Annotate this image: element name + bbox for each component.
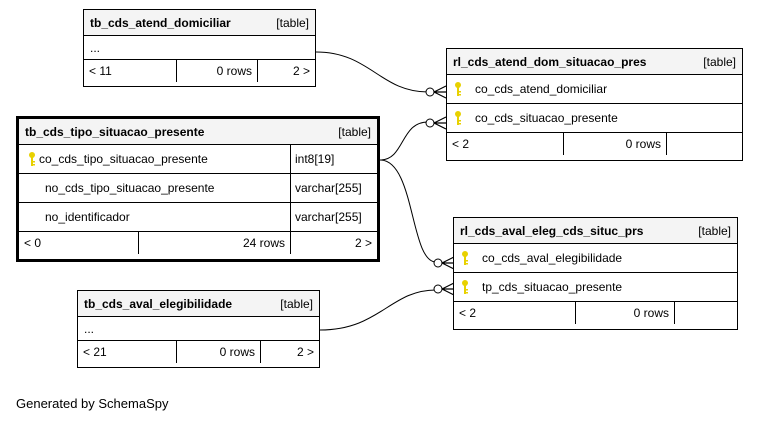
children-count[interactable]: 2 > [260, 341, 319, 363]
row-count: 0 rows [563, 133, 666, 155]
table-name: tb_cds_aval_elegibilidade [84, 296, 233, 311]
column-type: varchar[255] [290, 174, 377, 202]
column-row[interactable]: no_cds_tipo_situacao_presente varchar[25… [19, 174, 377, 203]
parents-count[interactable]: < 21 [83, 345, 107, 359]
table-header: tb_cds_atend_domiciliar [table] [84, 10, 315, 36]
crows-foot-marker [433, 85, 447, 99]
table-header: rl_cds_atend_dom_situacao_pres [table] [447, 49, 742, 75]
table-header: rl_cds_aval_eleg_cds_situc_prs [table] [454, 218, 737, 244]
relationship-line [319, 289, 437, 331]
optional-marker [425, 87, 435, 97]
parents-count[interactable]: < 2 [452, 137, 470, 151]
relationship-line [379, 159, 437, 263]
table-kind: [table] [276, 15, 309, 30]
table-tb-cds-aval-elegibilidade[interactable]: tb_cds_aval_elegibilidade [table] ... < … [77, 290, 320, 368]
optional-marker [433, 284, 443, 294]
table-kind: [table] [698, 223, 731, 238]
table-header: tb_cds_aval_elegibilidade [table] [78, 291, 319, 317]
column-row[interactable]: co_cds_tipo_situacao_presente int8[19] [19, 145, 377, 174]
column-row[interactable]: tp_cds_situacao_presente [454, 273, 737, 302]
column-name: co_cds_situacao_presente [475, 111, 618, 125]
key-icon [447, 81, 469, 97]
table-name: tb_cds_atend_domiciliar [90, 15, 231, 30]
table-kind: [table] [703, 54, 736, 69]
table-kind: [table] [280, 296, 313, 311]
key-icon [454, 250, 476, 266]
column-name: no_cds_tipo_situacao_presente [45, 181, 215, 195]
generated-by-note: Generated by SchemaSpy [16, 396, 169, 411]
table-name: rl_cds_atend_dom_situacao_pres [453, 54, 647, 69]
row-count: 0 rows [176, 60, 257, 82]
table-name: tb_cds_tipo_situacao_presente [25, 124, 205, 139]
table-header: tb_cds_tipo_situacao_presente [table] [19, 119, 377, 145]
children-count[interactable] [666, 133, 742, 155]
column-row[interactable]: no_identificador varchar[255] [19, 203, 377, 232]
columns-placeholder: ... [84, 36, 315, 60]
table-footer: < 0 24 rows 2 > [19, 232, 377, 254]
crows-foot-marker [433, 116, 447, 130]
row-count: 0 rows [176, 341, 260, 363]
table-footer: < 2 0 rows [447, 133, 742, 155]
children-count[interactable] [674, 302, 737, 324]
parents-count[interactable]: < 2 [459, 306, 477, 320]
column-name: co_cds_atend_domiciliar [475, 82, 608, 96]
table-tb-cds-tipo-situacao-presente[interactable]: tb_cds_tipo_situacao_presente [table] co… [16, 116, 380, 262]
key-icon [25, 151, 39, 167]
column-name: no_identificador [45, 210, 130, 224]
column-name: co_cds_tipo_situacao_presente [39, 152, 208, 166]
table-footer: < 2 0 rows [454, 302, 737, 324]
optional-marker [425, 118, 435, 128]
column-row[interactable]: co_cds_situacao_presente [447, 104, 742, 133]
table-tb-cds-atend-domiciliar[interactable]: tb_cds_atend_domiciliar [table] ... < 11… [83, 9, 316, 87]
table-name: rl_cds_aval_eleg_cds_situc_prs [460, 223, 644, 238]
column-name: co_cds_aval_elegibilidade [482, 251, 623, 265]
column-type: int8[19] [290, 145, 377, 173]
parents-count[interactable]: < 11 [89, 64, 112, 78]
relationship-line [315, 51, 429, 93]
table-footer: < 21 0 rows 2 > [78, 341, 319, 363]
table-kind: [table] [338, 124, 371, 139]
row-count: 0 rows [575, 302, 674, 324]
crows-foot-marker [441, 256, 455, 270]
column-row[interactable]: co_cds_atend_domiciliar [447, 75, 742, 104]
children-count[interactable]: 2 > [257, 60, 315, 82]
column-type: varchar[255] [290, 203, 377, 231]
parents-count[interactable]: < 0 [24, 236, 42, 250]
row-count: 24 rows [138, 232, 290, 254]
children-count[interactable]: 2 > [290, 232, 377, 254]
table-rl-cds-atend-dom-situacao-pres[interactable]: rl_cds_atend_dom_situacao_pres [table] c… [446, 48, 743, 161]
column-row[interactable]: co_cds_aval_elegibilidade [454, 244, 737, 273]
crows-foot-marker [441, 282, 455, 296]
key-icon [447, 110, 469, 126]
key-icon [454, 279, 476, 295]
relationship-line [379, 121, 429, 161]
columns-placeholder: ... [78, 317, 319, 341]
optional-marker [433, 258, 443, 268]
table-footer: < 11 0 rows 2 > [84, 60, 315, 82]
table-rl-cds-aval-eleg-cds-situc-prs[interactable]: rl_cds_aval_eleg_cds_situc_prs [table] c… [453, 217, 738, 330]
column-name: tp_cds_situacao_presente [482, 280, 623, 294]
